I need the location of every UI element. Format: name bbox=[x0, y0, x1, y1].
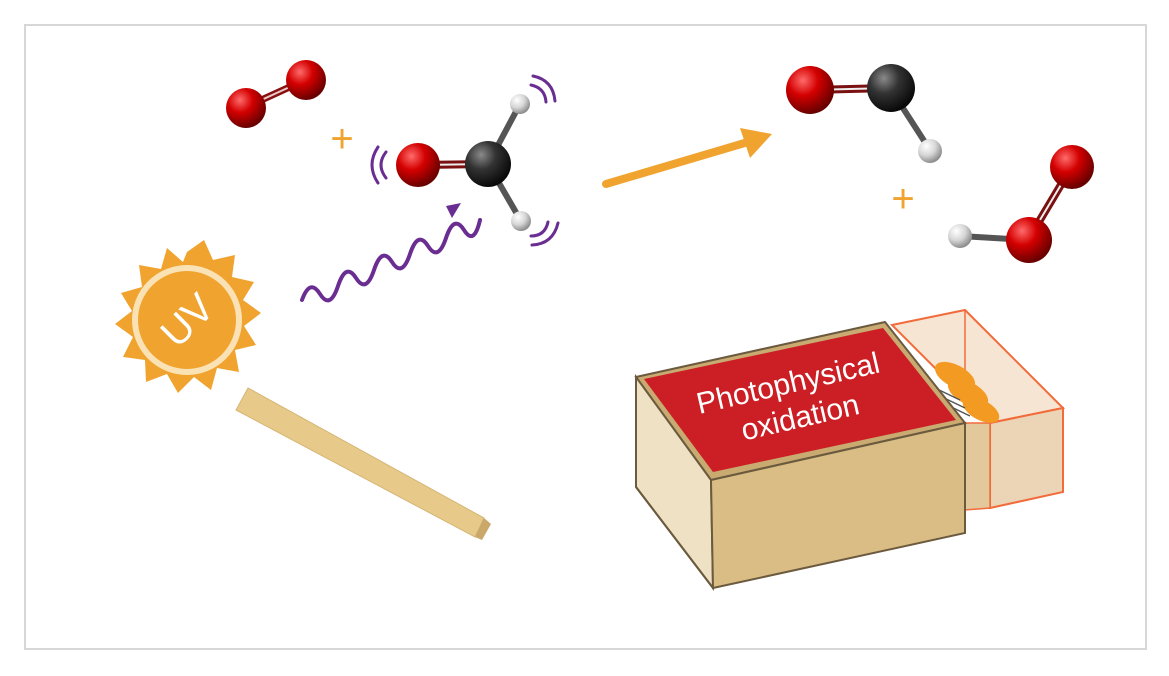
o2-molecule-icon bbox=[226, 60, 326, 128]
hydrogen-atom bbox=[510, 94, 530, 114]
reaction-arrow-icon bbox=[602, 128, 772, 188]
carbon-atom bbox=[465, 141, 511, 187]
oxygen-atom bbox=[226, 88, 266, 128]
formyl-radical-icon bbox=[786, 64, 942, 163]
plus-sign: + bbox=[330, 117, 353, 161]
vibration-marks-icon bbox=[370, 74, 560, 247]
match-heads-icon bbox=[934, 361, 1000, 423]
photon-wave-icon bbox=[300, 203, 482, 303]
oxygen-atom bbox=[396, 143, 440, 187]
oxygen-atom bbox=[1050, 145, 1094, 189]
matchbox-icon: Photophysical oxidation bbox=[634, 308, 1066, 592]
uv-sun-icon: UV bbox=[115, 240, 491, 540]
hydrogen-atom bbox=[948, 224, 972, 248]
oxygen-atom bbox=[786, 66, 834, 114]
formaldehyde-molecule-icon bbox=[396, 94, 531, 231]
plus-sign: + bbox=[891, 177, 914, 221]
oxygen-atom bbox=[286, 60, 326, 100]
matchbox-sleeve: Photophysical oxidation bbox=[634, 320, 967, 592]
carbon-atom bbox=[867, 64, 915, 112]
hydroperoxyl-radical-icon bbox=[948, 145, 1094, 263]
hydrogen-atom bbox=[918, 139, 942, 163]
hydrogen-atom bbox=[511, 211, 531, 231]
oxygen-atom bbox=[1006, 217, 1052, 263]
